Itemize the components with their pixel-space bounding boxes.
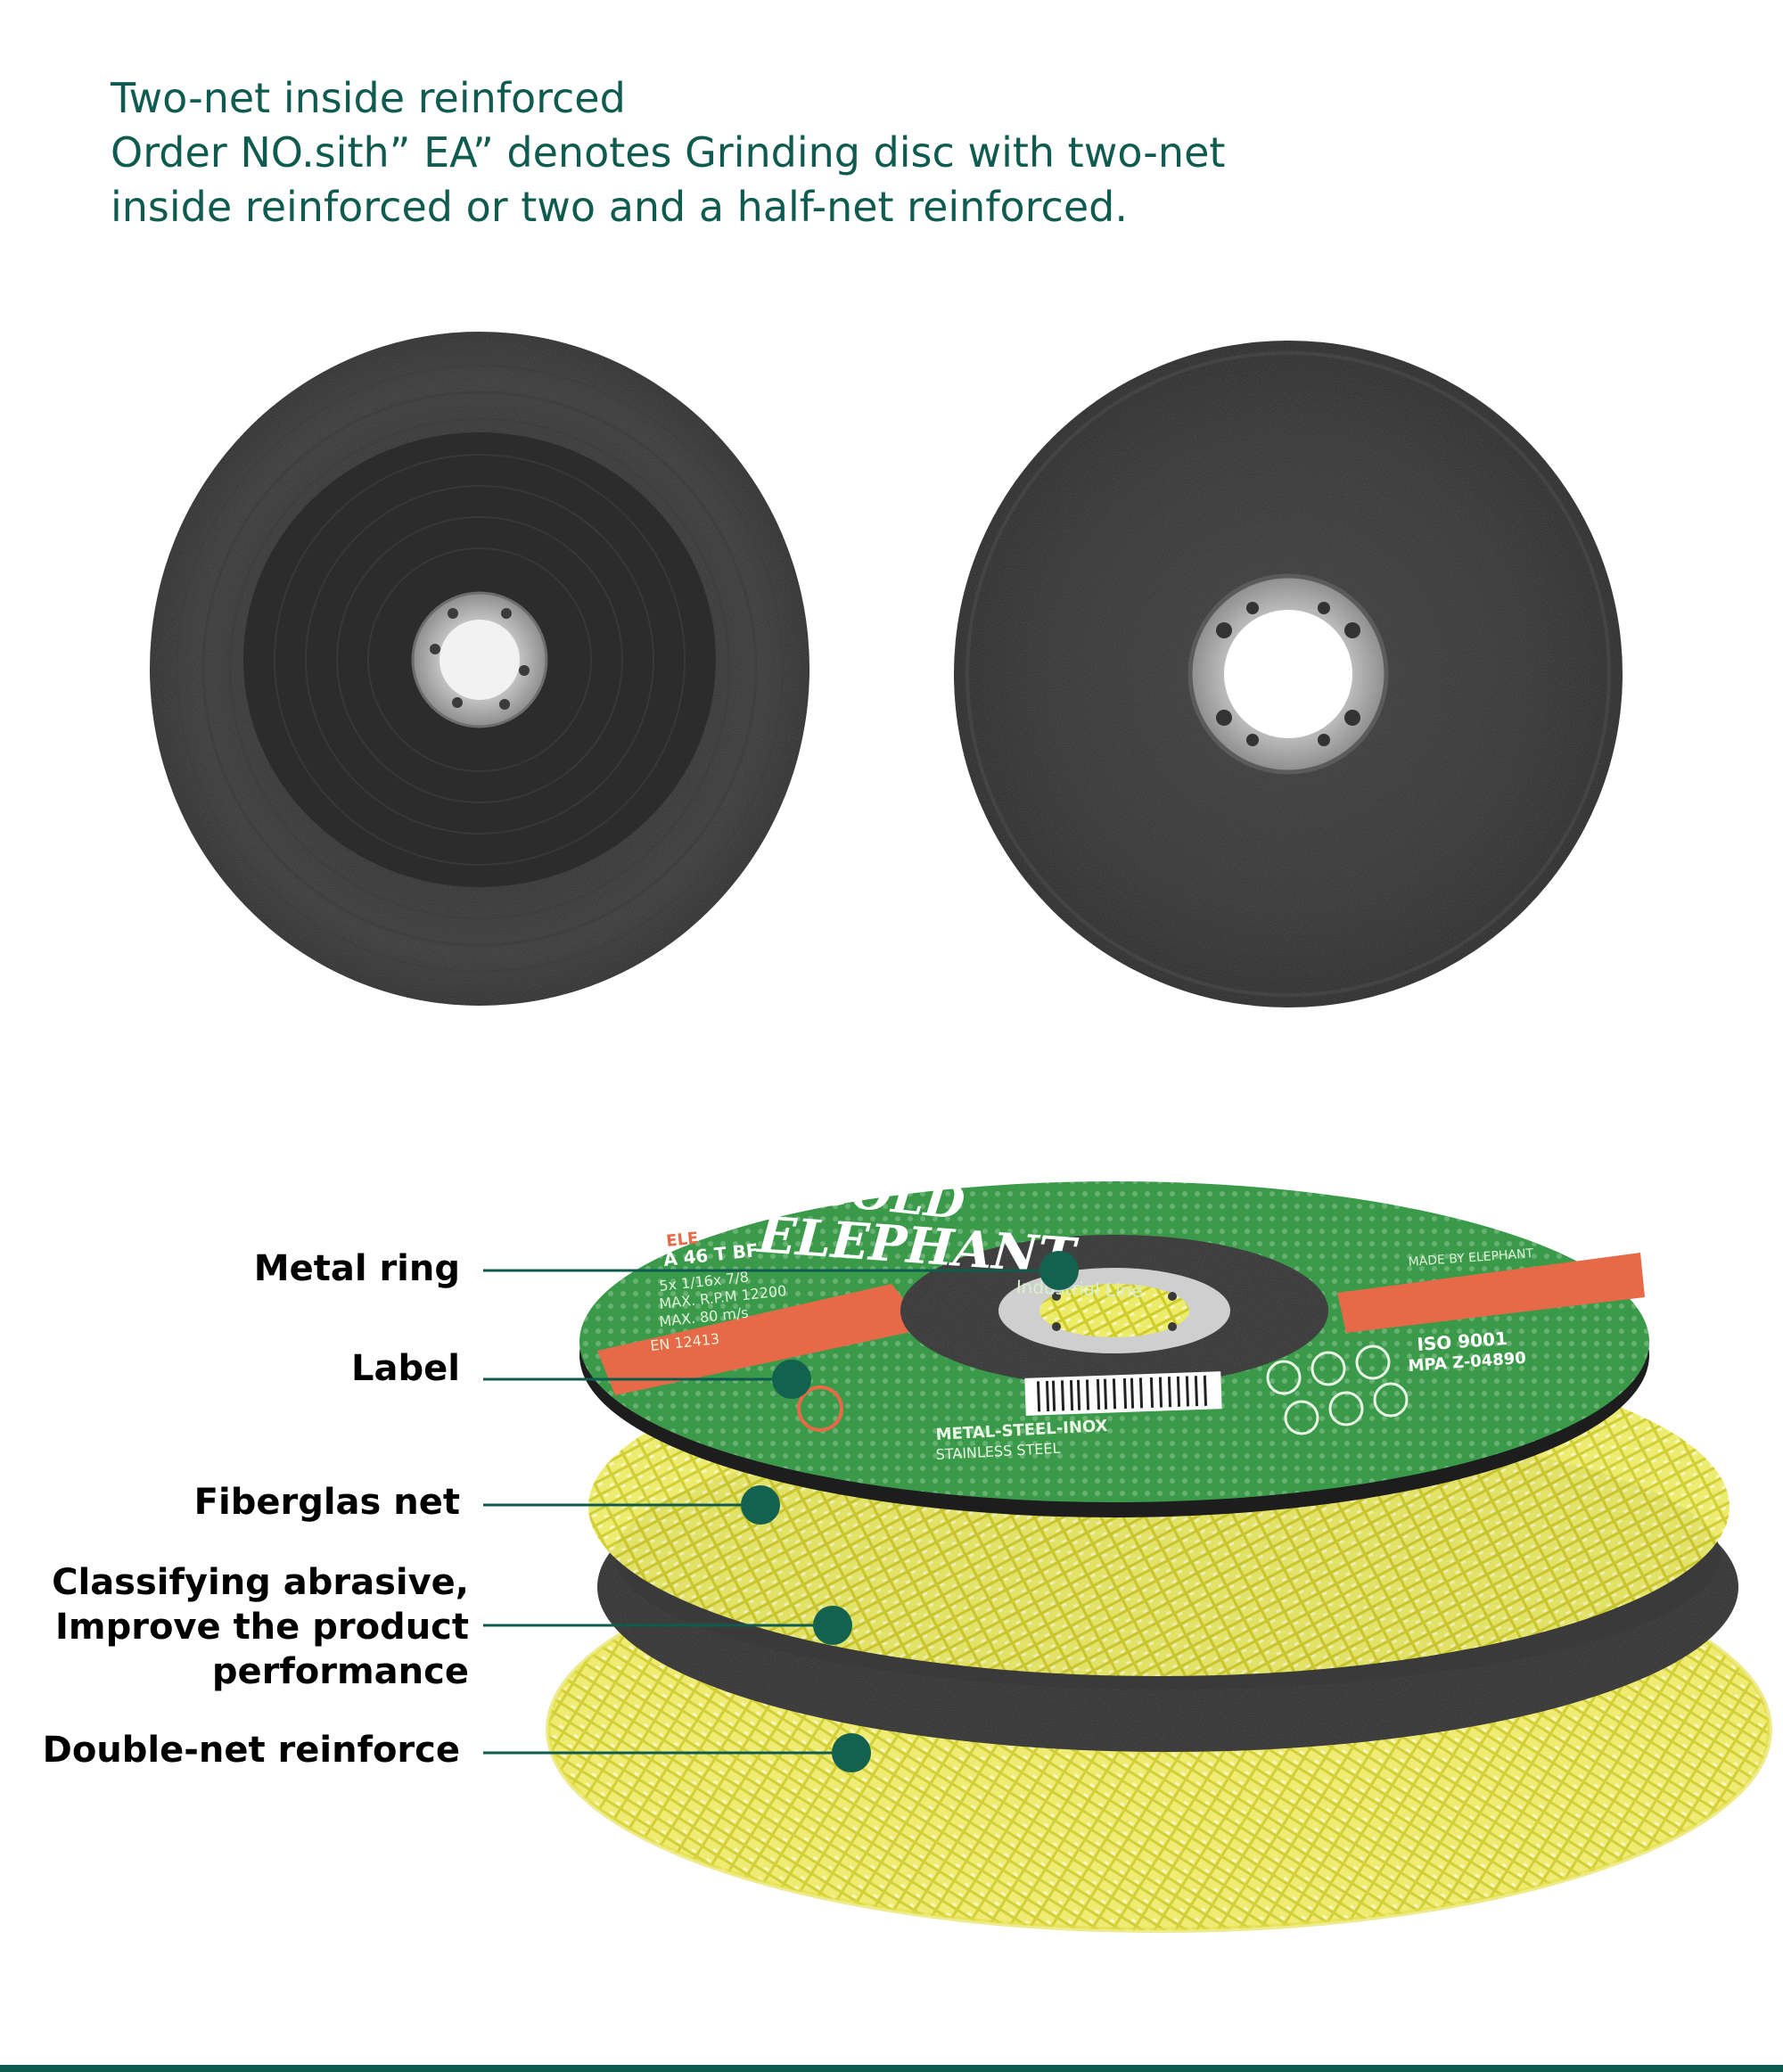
intro-line-3: inside reinforced or two and a half-net … <box>111 183 1128 231</box>
callout-metal-ring: Metal ring <box>254 1246 460 1291</box>
callout-double-net: Double-net reinforce <box>43 1728 460 1772</box>
intro-text: Two-net inside reinforced Order NO.sith”… <box>111 71 1626 234</box>
disc-photo-back <box>954 341 1623 1007</box>
intro-line-1: Two-net inside reinforced <box>111 74 626 122</box>
label-disc: GOLD ELEPHANT Industrial Line A 46 T BF … <box>579 1161 1649 1517</box>
callout-label: Label <box>351 1346 460 1391</box>
intro-line-2: Order NO.sith” EA” denotes Grinding disc… <box>111 128 1226 177</box>
callout-fiberglas-net: Fiberglas net <box>194 1480 460 1525</box>
disc-photo-front <box>150 332 809 1006</box>
label-small-brand: ELE <box>665 1229 699 1251</box>
callout-dot-metal-ring <box>1039 1251 1079 1290</box>
label-tagline: Industrial Line <box>1015 1276 1143 1302</box>
disc-layers-illustration: GOLD ELEPHANT Industrial Line A 46 T BF … <box>546 1161 1772 1933</box>
callout-abrasive-line2: Improve the product <box>55 1607 469 1648</box>
callout-metal-ring-text: Metal ring <box>253 1248 460 1289</box>
callout-abrasive-line3: performance <box>211 1651 469 1692</box>
callout-dot-double-net <box>832 1733 871 1772</box>
callout-double-net-text: Double-net reinforce <box>42 1730 460 1771</box>
callout-dot-abrasive <box>813 1606 852 1645</box>
callout-dot-fiberglas-net <box>741 1485 780 1525</box>
callout-label-text: Label <box>351 1348 460 1389</box>
callout-abrasive-line1: Classifying abrasive, <box>52 1562 469 1603</box>
callout-dot-label <box>772 1360 811 1399</box>
bottom-accent-bar <box>0 2065 1783 2072</box>
callout-abrasive: Classifying abrasive, Improve the produc… <box>52 1560 469 1694</box>
callout-fiberglas-net-text: Fiberglas net <box>193 1482 460 1523</box>
